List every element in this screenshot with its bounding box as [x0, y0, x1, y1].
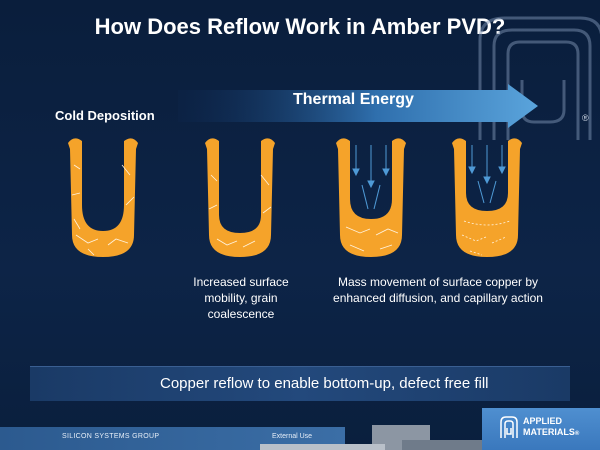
caption-line: Increased surface [193, 275, 289, 289]
footer-classification: External Use [272, 433, 313, 440]
trench-cold-deposition [68, 138, 138, 257]
banner-text: Copper reflow to enable bottom-up, defec… [160, 375, 489, 392]
applied-materials-logo-icon [500, 416, 518, 438]
logo-mark: ® [574, 431, 580, 437]
trench-mass-movement-2 [452, 138, 522, 257]
caption-line: Mass movement of surface copper by [337, 275, 539, 289]
thermal-energy-arrow-icon [178, 84, 538, 128]
slide-title: How Does Reflow Work in Amber PVD? [94, 14, 506, 39]
caption-line: coalescence [207, 307, 275, 321]
trench-grain-coalescence [205, 138, 275, 257]
trench-mass-movement-1 [336, 138, 406, 257]
applied-logo-watermark-icon [478, 16, 600, 140]
logo-line: APPLIED [523, 416, 563, 426]
footer-decoration [260, 444, 385, 450]
footer-decoration [402, 440, 482, 450]
caption-mass-movement: Mass movement of surface copper by enhan… [313, 274, 563, 306]
footer-bar [0, 427, 345, 450]
footer-group-label: SILICON SYSTEMS GROUP [62, 433, 160, 440]
registered-mark: ® [582, 113, 589, 123]
cold-deposition-label: Cold Deposition [55, 108, 155, 123]
arrow-label: Thermal Energy [293, 91, 414, 108]
logo-line: MATERIALS® [523, 427, 579, 440]
logo-line-text: MATERIALS [523, 427, 575, 437]
applied-materials-logo-text: APPLIED MATERIALS® [523, 416, 579, 440]
caption-line: enhanced diffusion, and capillary action [333, 291, 543, 305]
summary-banner: Copper reflow to enable bottom-up, defec… [30, 366, 570, 401]
caption-line: mobility, grain [204, 291, 278, 305]
caption-grain-coalescence: Increased surface mobility, grain coales… [180, 274, 302, 322]
